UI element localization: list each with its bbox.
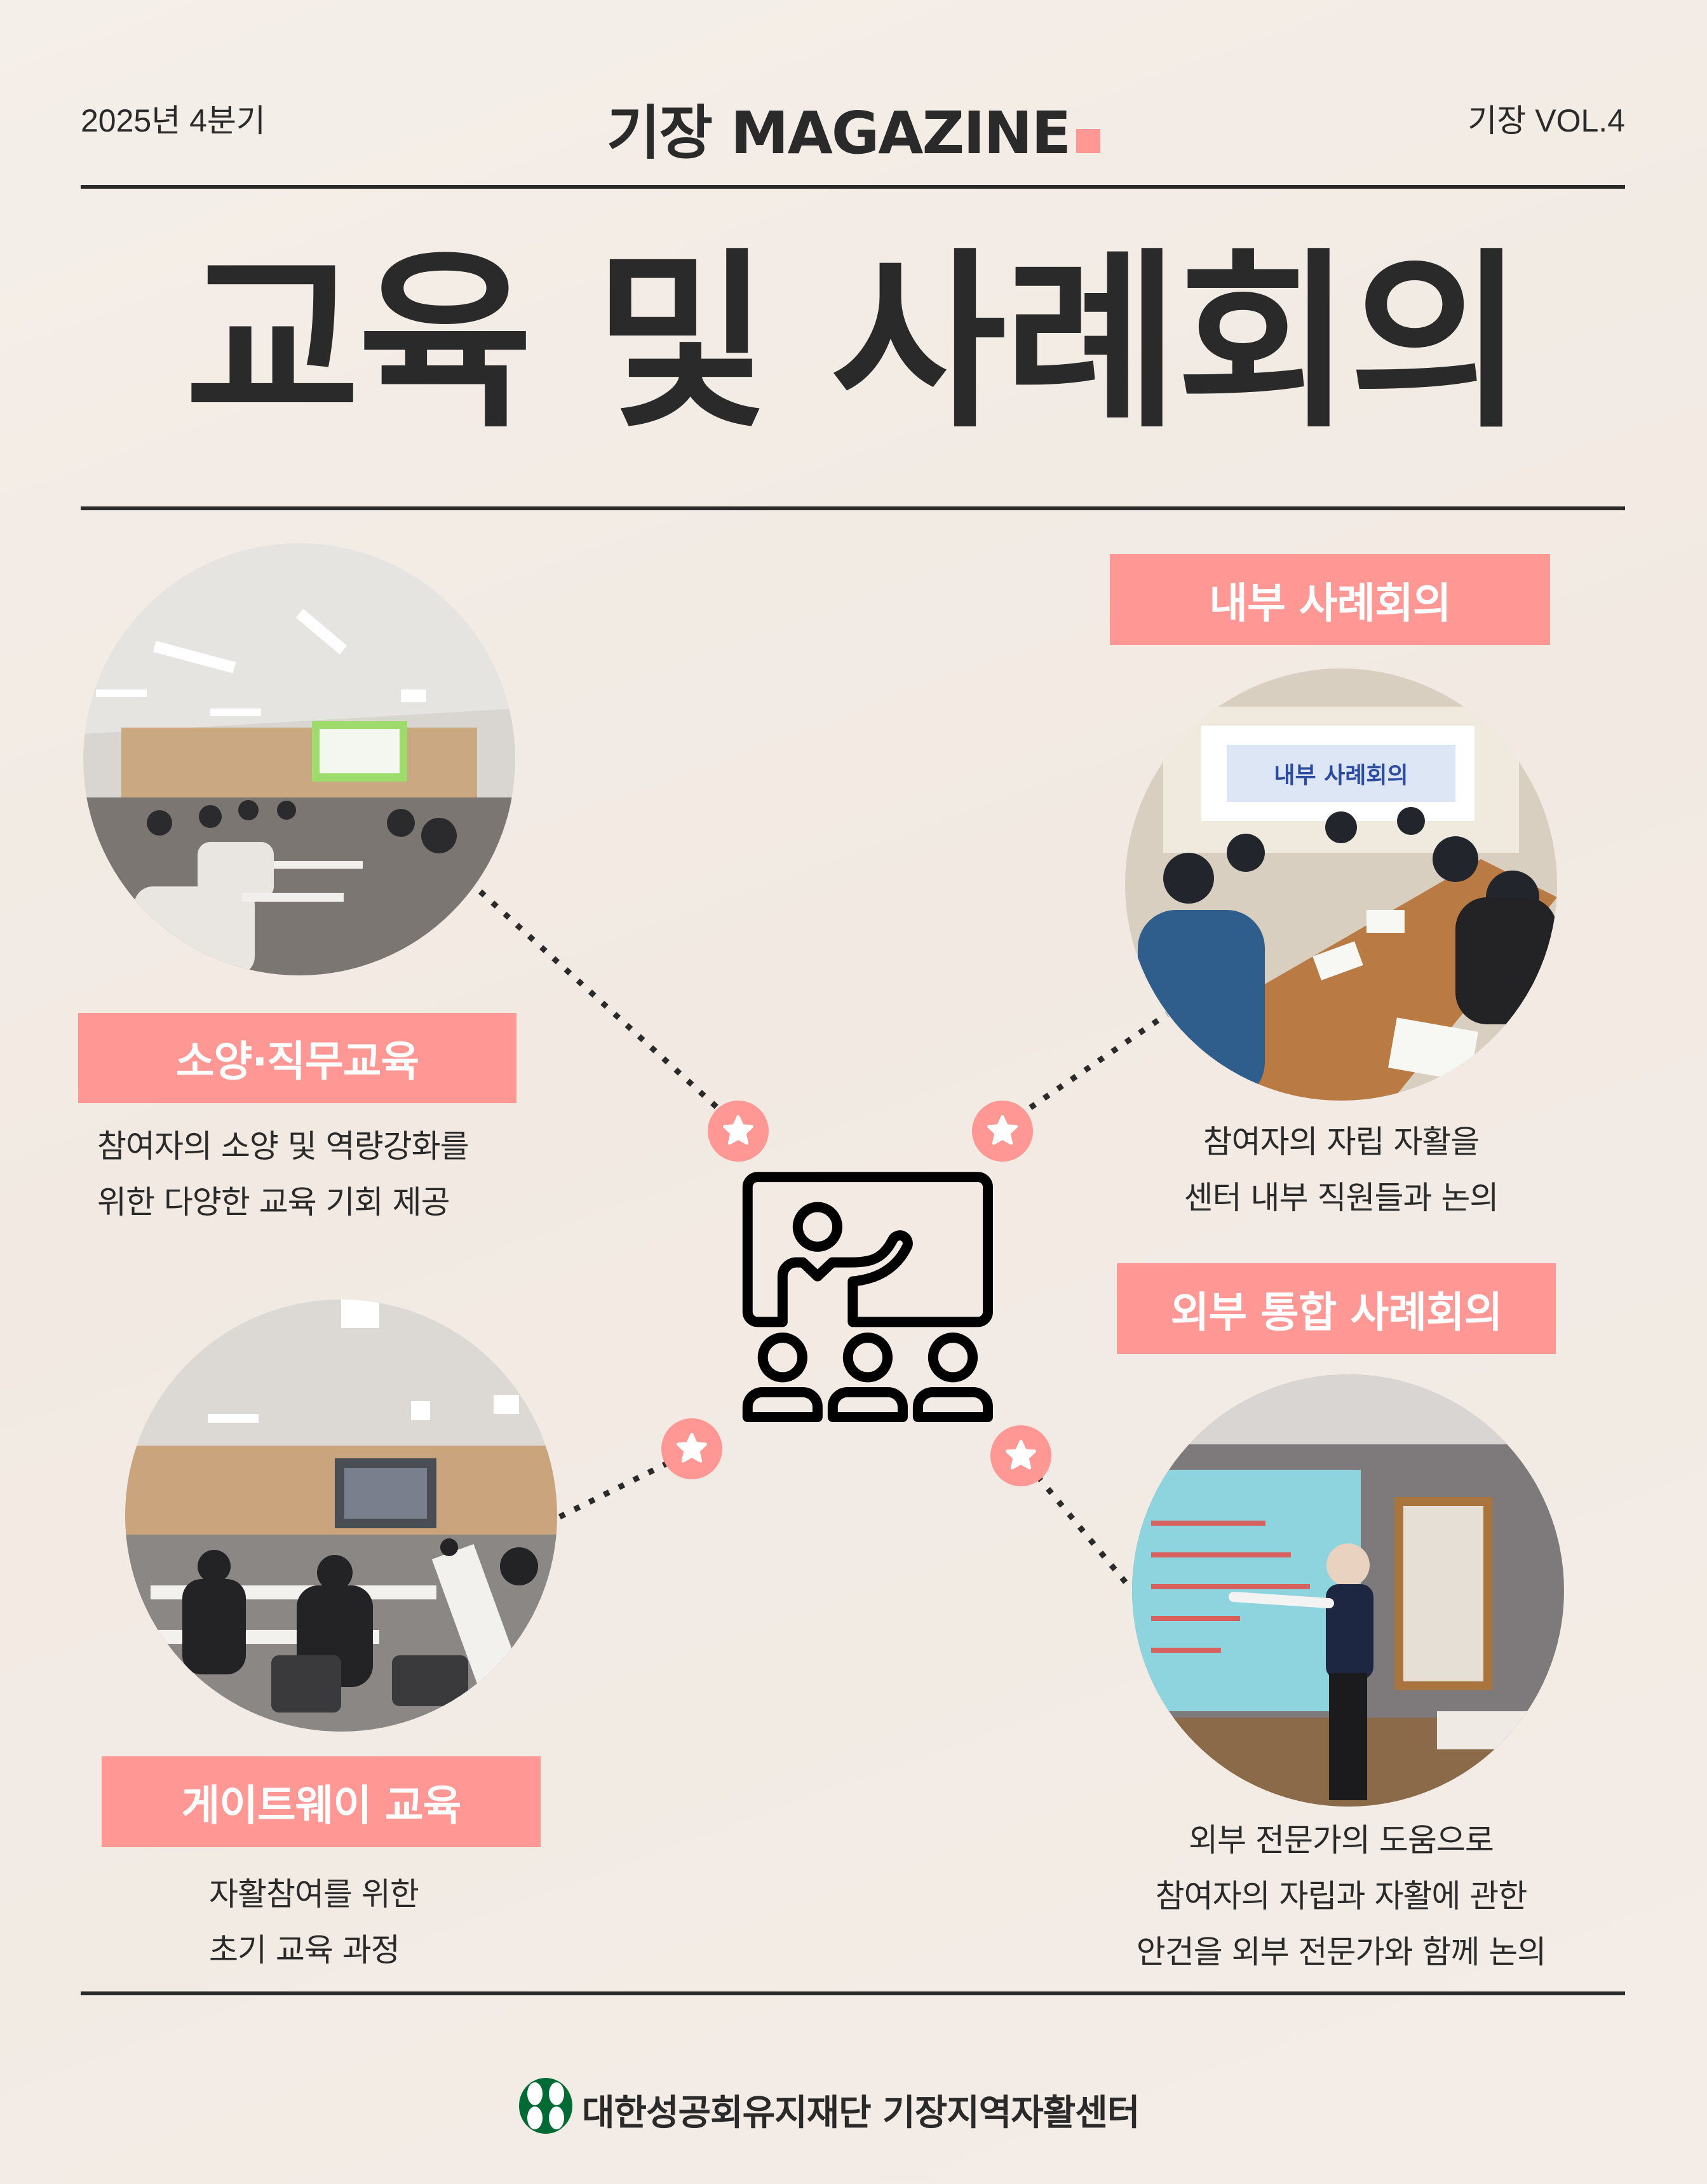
photo-external-case <box>1132 1374 1564 1807</box>
desc-internal-case: 참여자의 자립 자활을 센터 내부 직원들과 논의 <box>1023 1114 1659 1226</box>
photo-internal-case: 내부 사례회의 <box>1125 668 1557 1101</box>
volume-label: 기장 VOL.4 <box>1467 103 1625 139</box>
desc-external-case: 외부 전문가의 도움으로 참여자의 자립과 자활에 관한 안건을 외부 전문가와… <box>1023 1812 1659 1980</box>
organization-name: 대한성공회유지재단 기장지역자활센터 <box>582 2092 1140 2134</box>
desc-line: 초기 교육 과정 <box>209 1932 400 1969</box>
connector-job-training <box>478 889 720 1110</box>
star-badge <box>972 1101 1033 1162</box>
footer-divider <box>81 1991 1625 1995</box>
star-badge <box>990 1425 1051 1486</box>
foundation-logo-icon <box>519 2078 572 2134</box>
label-gateway: 게이트웨이 교육 <box>102 1756 541 1847</box>
magazine-title: 기장 MAGAZINE <box>0 86 1707 170</box>
photo-gateway <box>125 1299 557 1732</box>
star-icon <box>723 1115 753 1145</box>
desc-line: 자활참여를 위한 <box>209 1876 419 1913</box>
desc-line: 안건을 외부 전문가와 함께 논의 <box>1136 1934 1547 1970</box>
header-divider <box>81 185 1625 189</box>
page-title: 교육 및 사례회의 <box>185 232 1525 454</box>
issue-date: 2025년 4분기 <box>81 103 266 139</box>
star-icon <box>1006 1439 1036 1470</box>
star-icon <box>677 1432 707 1463</box>
connector-external-case <box>1035 1474 1130 1587</box>
desc-gateway: 자활참여를 위한 초기 교육 과정 <box>209 1866 419 1978</box>
star-badge <box>708 1101 769 1162</box>
presentation-icon <box>742 1172 993 1422</box>
desc-line: 위한 다양한 교육 기회 제공 <box>97 1184 450 1221</box>
magazine-title-text: 기장 MAGAZINE <box>606 99 1072 167</box>
desc-job-training: 참여자의 소양 및 역량강화를 위한 다양한 교육 기회 제공 <box>97 1118 469 1230</box>
photo-job-training <box>83 543 515 975</box>
connector-internal-case <box>1029 1012 1169 1110</box>
title-accent-square <box>1076 129 1101 153</box>
connector-gateway <box>555 1460 670 1521</box>
desc-line: 참여자의 소양 및 역량강화를 <box>97 1128 469 1165</box>
desc-line: 센터 내부 직원들과 논의 <box>1184 1179 1499 1216</box>
label-internal-case: 내부 사례회의 <box>1110 554 1550 645</box>
desc-line: 참여자의 자립 자활을 <box>1203 1123 1480 1160</box>
title-divider <box>81 506 1625 510</box>
label-external-case: 외부 통합 사례회의 <box>1117 1263 1556 1354</box>
label-job-training: 소양·직무교육 <box>78 1013 516 1103</box>
desc-line: 참여자의 자립과 자활에 관한 <box>1155 1878 1528 1915</box>
star-icon <box>987 1115 1018 1145</box>
desc-line: 외부 전문가의 도움으로 <box>1189 1822 1494 1859</box>
star-badge <box>661 1418 722 1479</box>
photo-banner-text: 내부 사례회의 <box>1274 763 1408 789</box>
